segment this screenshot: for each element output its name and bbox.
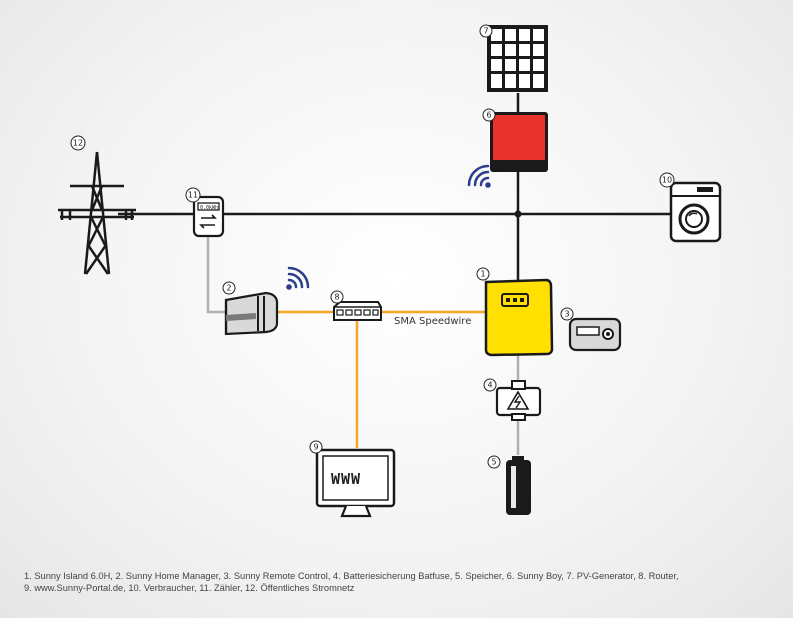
svg-text:6: 6 [486, 111, 491, 120]
meter-display: 0.0kWh [200, 205, 218, 211]
marker-12: 12 [70, 135, 86, 151]
solar-panel-icon [487, 25, 548, 92]
wifi-icon [286, 266, 310, 290]
marker-6: 6 [482, 108, 496, 122]
speedwire-label: SMA Speedwire [394, 316, 471, 327]
marker-1: 1 [476, 267, 490, 281]
monitor-icon: WWW [315, 448, 396, 518]
svg-text:11: 11 [188, 191, 198, 200]
svg-text:8: 8 [334, 293, 339, 302]
inverter-wifi-icon [467, 164, 491, 188]
battery-icon [506, 456, 531, 515]
svg-text:1: 1 [480, 270, 485, 279]
svg-text:12: 12 [73, 139, 83, 148]
svg-text:9: 9 [313, 443, 318, 452]
marker-11: 11 [185, 187, 201, 203]
marker-5: 5 [487, 455, 501, 469]
marker-3: 3 [560, 307, 574, 321]
washing-machine-icon [669, 181, 722, 243]
caption-line-2: 9. www.Sunny-Portal.de, 10. Verbraucher,… [24, 583, 355, 593]
router-icon [333, 301, 382, 321]
remote-control-icon [568, 317, 622, 352]
bus-junction [514, 210, 522, 218]
marker-4: 4 [483, 378, 497, 392]
www-screen-text: WWW [331, 470, 361, 488]
svg-text:10: 10 [662, 176, 672, 185]
connections [118, 93, 678, 455]
marker-10: 10 [659, 172, 675, 188]
fuse-icon [495, 380, 542, 421]
svg-text:2: 2 [226, 284, 231, 293]
marker-9: 9 [309, 440, 323, 454]
meter-manager-line [206, 236, 226, 314]
sunny-island-icon [484, 278, 554, 357]
svg-text:4: 4 [487, 381, 492, 390]
inverter-icon [490, 112, 548, 172]
svg-text:3: 3 [564, 310, 569, 319]
pylon-icon [58, 151, 136, 275]
marker-2: 2 [222, 281, 236, 295]
caption-line-1: 1. Sunny Island 6.0H, 2. Sunny Home Mana… [24, 571, 679, 581]
svg-text:7: 7 [483, 27, 488, 36]
marker-7: 7 [479, 24, 493, 38]
number-markers: 1 2 3 4 5 6 7 8 9 10 11 12 [70, 24, 675, 469]
marker-8: 8 [330, 290, 344, 304]
home-manager-icon [224, 291, 279, 336]
legend-caption: 1. Sunny Island 6.0H, 2. Sunny Home Mana… [24, 570, 774, 594]
meter-icon: 0.0kWh [192, 195, 225, 238]
svg-text:5: 5 [491, 458, 496, 467]
